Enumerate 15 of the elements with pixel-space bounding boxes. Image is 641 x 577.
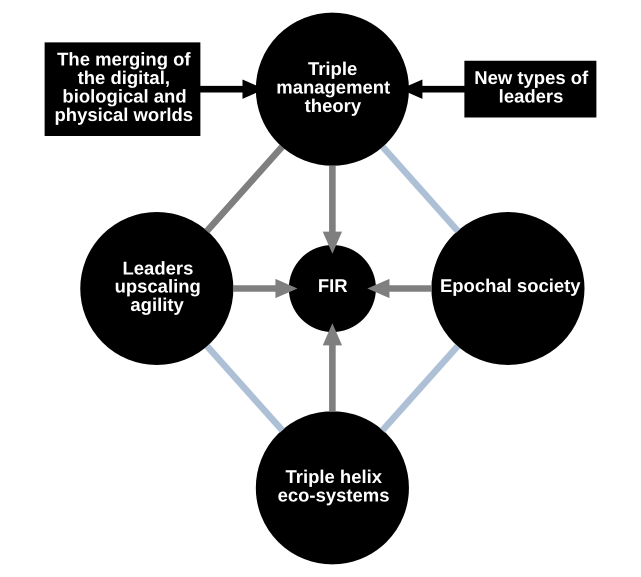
arrow <box>367 278 432 298</box>
node-box: New types of leaders <box>464 60 596 118</box>
node-circle: FIR <box>288 244 376 332</box>
node-circle: Triple management theory <box>256 12 409 166</box>
node-circle: Triple helix eco-systems <box>256 411 409 564</box>
node-circle: Leaders upscaling agility <box>80 212 234 366</box>
node-circle: Epochal society <box>431 212 584 366</box>
arrow <box>322 323 342 412</box>
connector <box>204 344 285 433</box>
connector <box>204 144 285 234</box>
connector <box>380 144 460 234</box>
arrow <box>232 278 298 298</box>
connector <box>380 344 460 433</box>
node-box: The merging of the digital, biological and physical worlds <box>44 42 200 136</box>
arrow <box>322 165 342 254</box>
